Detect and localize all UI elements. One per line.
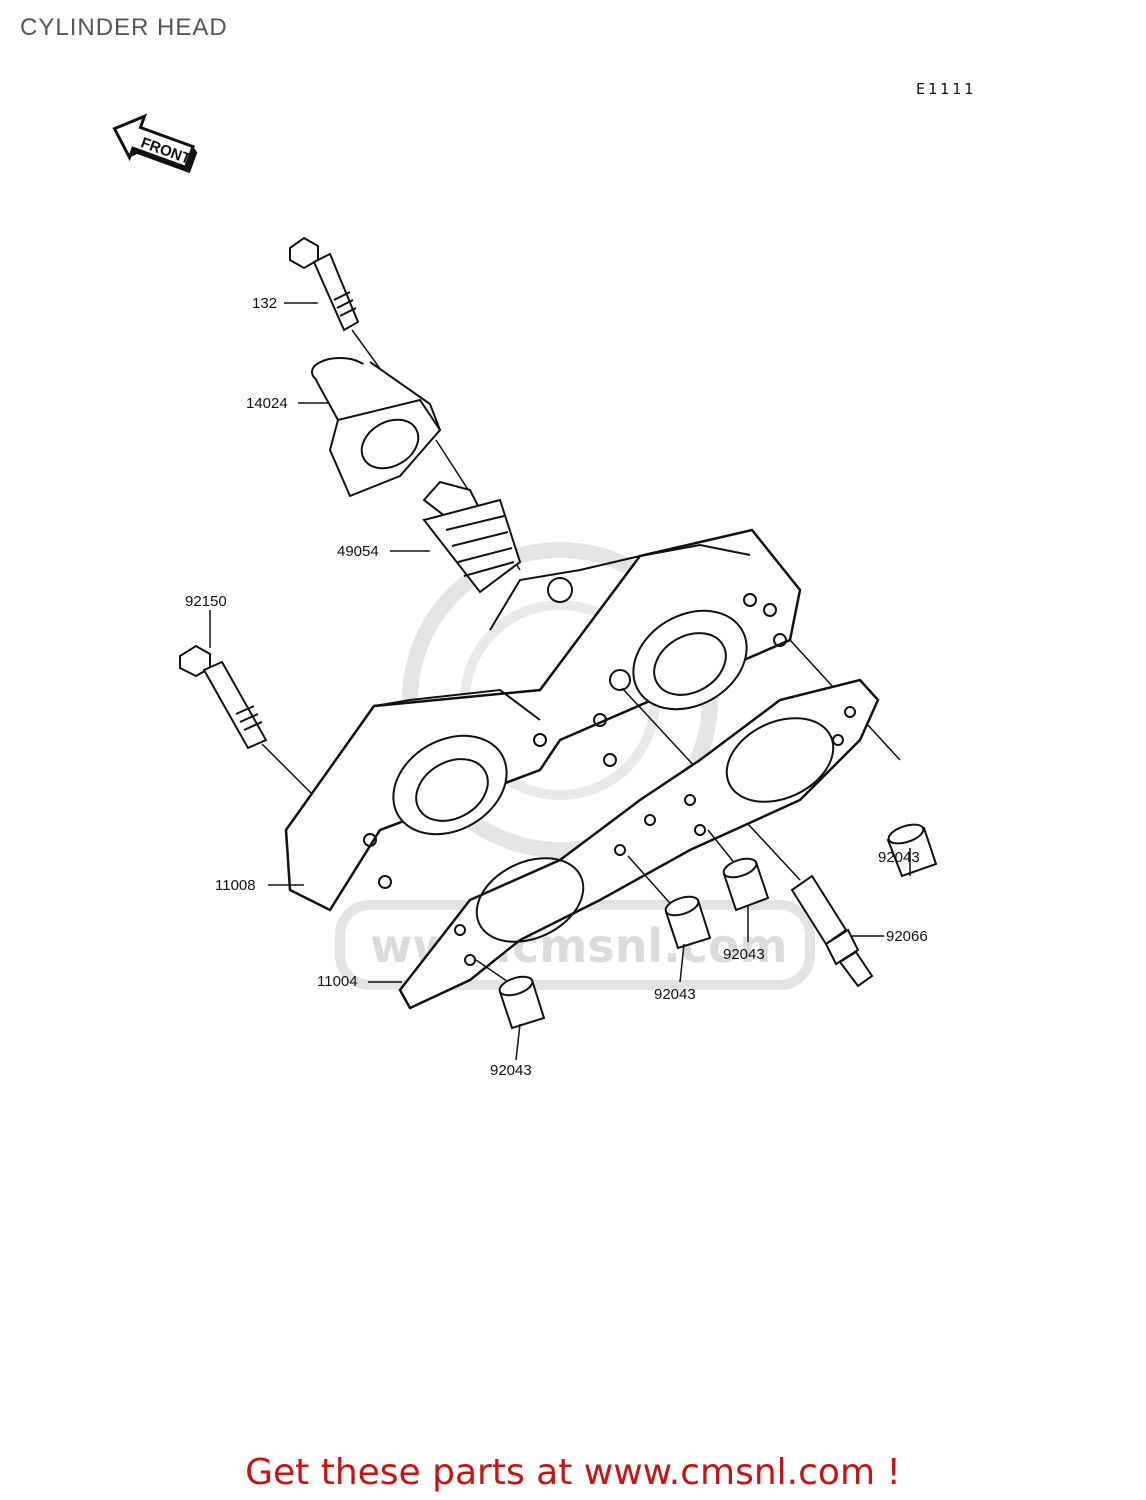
part-label-92043-c: 92043 [654, 986, 696, 1003]
dowel-pin-a [886, 823, 938, 878]
temperature-sensor [790, 874, 874, 988]
exploded-parts-diagram: www.cmsnl.com FRONT [112, 113, 938, 1079]
leader-lines [209, 302, 911, 1061]
head-gasket [398, 678, 880, 1010]
part-label-92043-d: 92043 [490, 1062, 532, 1079]
diagram-code: E1111 [916, 80, 977, 98]
part-label-92043-b: 92043 [723, 946, 765, 963]
part-label-49054: 49054 [337, 543, 379, 560]
dowel-pin-b [722, 857, 770, 912]
part-label-11008: 11008 [215, 877, 256, 894]
page-title: CYLINDER HEAD [20, 14, 228, 41]
part-label-11004: 11004 [317, 973, 358, 990]
dowel-pin-d [498, 975, 546, 1030]
part-label-92150: 92150 [185, 593, 227, 610]
footer-cta-link[interactable]: Get these parts at www.cmsnl.com ! [245, 1452, 901, 1493]
thermostat-housing [311, 357, 521, 571]
part-label-14024: 14024 [246, 395, 288, 412]
part-label-132: 132 [252, 295, 277, 312]
part-label-92043-a: 92043 [878, 849, 920, 866]
bolt-92150 [179, 644, 319, 801]
thermostat [422, 480, 522, 594]
dowel-pin-c [664, 895, 712, 950]
front-arrow-icon: FRONT [112, 113, 198, 174]
cylinder-head [284, 528, 901, 912]
part-label-92066: 92066 [886, 928, 928, 945]
